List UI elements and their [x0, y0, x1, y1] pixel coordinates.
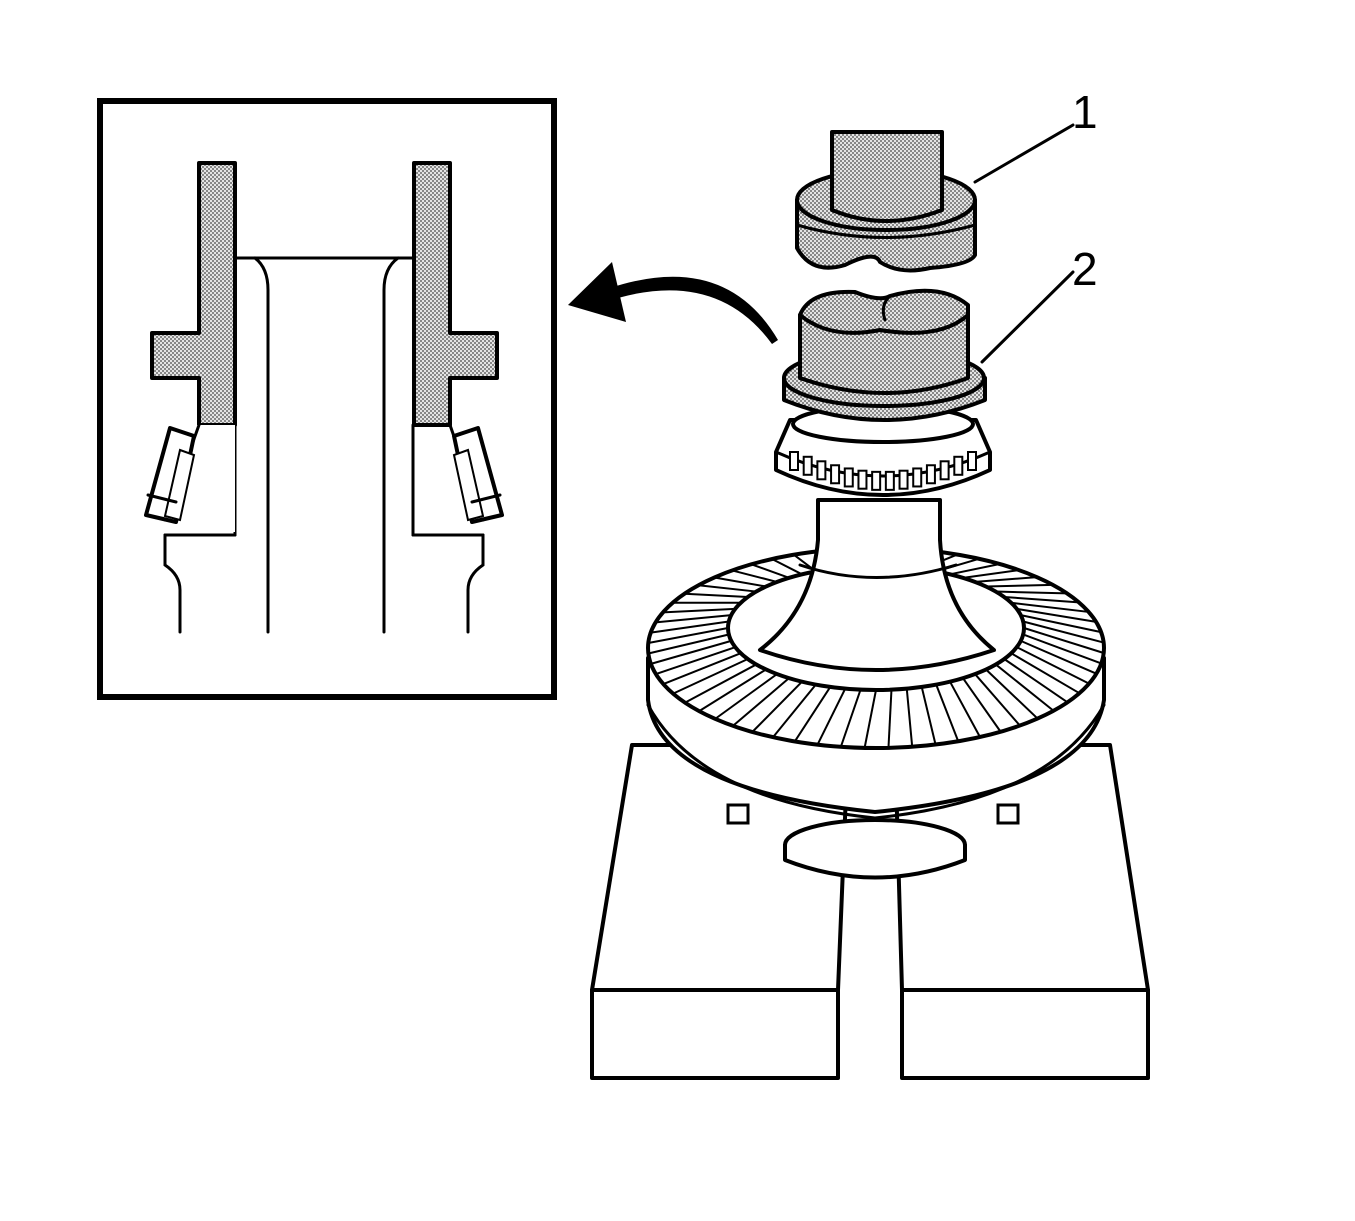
gear-tooth — [1016, 607, 1097, 623]
gear-tooth — [974, 673, 1021, 727]
carrier-hub — [758, 498, 996, 672]
bearing-roller — [912, 467, 923, 488]
bearing-roller — [967, 451, 977, 471]
gear-tooth — [1020, 639, 1097, 675]
inset-shaft — [163, 256, 485, 634]
gear-tooth — [751, 680, 803, 733]
lower-gear — [783, 818, 967, 880]
gear-tooth — [684, 592, 748, 598]
gear-tooth — [655, 646, 736, 676]
gear-tooth — [985, 668, 1039, 720]
gear-tooth — [974, 576, 1037, 583]
gear-tooth — [662, 607, 736, 614]
gear-tooth — [935, 684, 960, 742]
gear-tooth — [650, 639, 732, 665]
gear-tooth — [1022, 633, 1102, 665]
callout-number-1: 1 — [1072, 86, 1098, 138]
curved-arrow — [568, 262, 778, 344]
gear-tooth — [698, 668, 767, 712]
gear-tooth — [962, 677, 1002, 733]
gear-tooth — [1010, 652, 1080, 695]
installer-lower-tool — [782, 288, 987, 422]
inset-tool-right — [412, 161, 499, 427]
bearing-roller — [816, 460, 827, 481]
gear-tooth — [662, 652, 742, 685]
bearing-roller — [925, 464, 936, 485]
gear-tooth — [1022, 620, 1104, 644]
inset-bearing-right — [448, 423, 504, 524]
gear-tooth — [863, 689, 877, 749]
gear-tooth — [962, 569, 1020, 579]
gear-tooth — [698, 584, 757, 593]
gear-tooth — [731, 569, 778, 583]
gear-tooth — [648, 633, 730, 655]
gear-tooth — [1011, 601, 1089, 613]
gear-tooth — [949, 681, 981, 738]
bearing-roller — [939, 460, 950, 481]
bearing-rollers — [789, 451, 977, 491]
gear-tooth — [905, 688, 914, 747]
gear-tooth — [655, 614, 732, 624]
gear-tooth — [995, 590, 1067, 595]
gear-tooth — [771, 558, 803, 576]
callout-number-2: 2 — [1072, 243, 1098, 295]
gear-tooth — [648, 627, 729, 644]
inset-tool-left — [150, 161, 237, 427]
gear-tooth — [839, 689, 862, 748]
bearing-roller — [871, 470, 882, 491]
gear-tooth — [995, 663, 1055, 712]
gear-tooth — [732, 677, 790, 727]
bearing-roller — [843, 467, 854, 488]
gear-tooth — [650, 620, 729, 634]
bearing-roller — [898, 469, 909, 490]
bearing-roller — [830, 464, 841, 485]
gear-tooth — [1003, 658, 1069, 704]
gear-tooth — [793, 686, 832, 742]
support-blocks — [590, 743, 1150, 1080]
inset-bearing-left — [144, 423, 235, 532]
bearing-roller — [789, 451, 799, 471]
gear-tooth — [772, 684, 817, 738]
gear-tooth — [816, 688, 847, 746]
bearing-roller — [857, 469, 868, 490]
callout-1: 1 — [973, 86, 1098, 184]
gear-tooth — [985, 583, 1053, 588]
bearing-roller — [953, 455, 964, 476]
detail-inset — [97, 98, 557, 700]
gear-tooth — [1016, 646, 1090, 685]
gear-tooth — [672, 658, 749, 695]
gear-tooth — [751, 563, 790, 579]
installer-upper-tool — [795, 130, 977, 273]
gear-tooth — [714, 673, 778, 720]
gear-tooth — [949, 563, 1000, 576]
gear-tooth — [1020, 614, 1102, 634]
gear-tooth — [1004, 596, 1079, 604]
bearing-roller — [884, 470, 895, 491]
callout-2: 2 — [980, 243, 1098, 364]
gear-tooth — [887, 689, 893, 748]
gear-tooth — [920, 686, 937, 745]
gear-tooth — [1023, 627, 1105, 654]
gear-tooth — [714, 576, 767, 588]
bearing-roller — [802, 455, 813, 476]
gear-tooth — [684, 663, 757, 704]
